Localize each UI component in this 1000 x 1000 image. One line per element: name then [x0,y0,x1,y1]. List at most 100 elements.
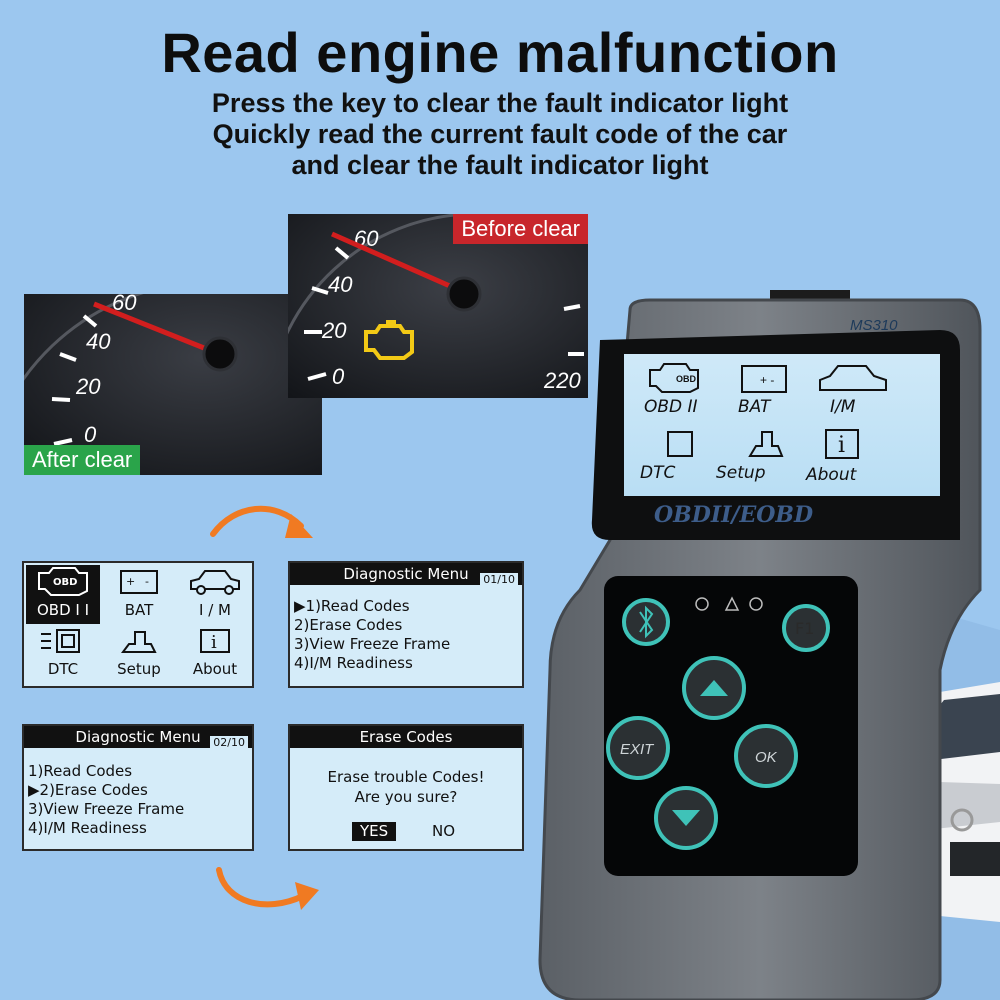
home-item-setup-label: Setup [117,660,161,678]
screen-battery-icon [741,365,787,393]
home-item-obd[interactable]: OBD OBD I I [26,565,100,624]
screen-label-setup: Setup [716,463,766,483]
home-item-bat[interactable]: +- BAT [102,565,176,624]
erase-codes-lcd: Erase Codes Erase trouble Codes! Are you… [288,724,524,851]
screen-setup-icon [748,431,784,457]
model-label: MS310 [850,317,898,334]
menu1-item-erase-codes[interactable]: 2)Erase Codes [294,616,403,634]
menu2-page: 02/10 [210,736,248,750]
before-tick-20: 20 [321,318,347,343]
before-clear-gauge-photo: 0 20 40 60 220 Before clear [288,214,588,398]
brand-label: OBDII/EOBD [654,502,813,528]
setup-icon [121,631,157,653]
subline-3: and clear the fault indicator light [291,150,709,180]
svg-text:OBD: OBD [676,374,697,384]
menu2-title: Diagnostic Menu [24,726,252,748]
arrow-icon-top [210,505,313,538]
car-icon [190,570,240,595]
home-item-obd-label: OBD I I [36,601,90,619]
ok-status-icon [695,597,709,611]
after-tick-40: 40 [86,329,111,354]
device-screen [624,354,940,496]
before-needle [330,231,470,297]
error-status-icon [749,597,763,611]
svg-text:-: - [145,575,149,588]
svg-text:i: i [838,433,845,458]
screen-car-icon [819,365,887,391]
svg-text:+: + [126,575,135,588]
headline: Read engine malfunction [161,21,839,84]
f1-label: F1 [795,619,814,638]
after-tick-0: 0 [84,422,97,447]
up-button[interactable] [682,656,746,720]
svg-text:i: i [211,632,217,653]
menu2-item-freeze-frame[interactable]: 3)View Freeze Frame [28,800,185,818]
screen-label-im: I/M [830,397,856,417]
down-button[interactable] [654,786,718,850]
erase-message: Erase trouble Codes! [327,768,485,786]
home-screen-lcd: OBD OBD I I +- BAT I / M DTC Setup [22,561,254,688]
arrow-icon-bottom [216,867,319,910]
home-item-about[interactable]: i About [178,626,252,684]
after-needle [93,301,225,359]
home-item-bat-label: BAT [124,601,154,619]
menu1-item-freeze-frame[interactable]: 3)View Freeze Frame [294,635,451,653]
dtc-icon [41,629,80,653]
erase-question: Are you sure? [354,788,458,806]
exit-button[interactable]: EXIT [606,716,670,780]
warning-status-icon [724,596,740,611]
menu2-item-im-readiness[interactable]: 4)I/M Readiness [28,819,147,837]
menu1-item-im-readiness[interactable]: 4)I/M Readiness [294,654,413,672]
svg-text:OBD: OBD [53,577,77,588]
no-button[interactable]: NO [432,822,456,840]
menu2-item-read-codes[interactable]: 1)Read Codes [28,762,133,780]
home-item-about-label: About [192,660,238,678]
after-clear-gauge-photo: 0 20 40 60 After clear [24,294,322,475]
screen-info-icon [825,429,859,459]
bluetooth-button[interactable] [622,598,670,646]
svg-text:+ -: + - [760,373,774,387]
home-item-setup[interactable]: Setup [102,626,176,684]
menu1-item-read-codes[interactable]: ▶1)Read Codes [294,597,410,615]
subline-1: Press the key to clear the fault indicat… [211,88,789,118]
menu1-page: 01/10 [480,573,518,587]
screen-label-dtc: DTC [640,463,675,483]
menu2-item-erase-codes[interactable]: ▶2)Erase Codes [28,781,148,799]
menu1-title: Diagnostic Menu [290,563,522,585]
before-needle-hub [446,276,482,312]
down-arrow-icon [672,810,700,826]
check-engine-icon [364,320,414,360]
home-item-dtc[interactable]: DTC [26,626,100,684]
home-item-im-label: I / M [199,601,231,619]
home-item-dtc-label: DTC [47,660,79,678]
info-icon: i [200,629,230,653]
before-tick-220: 220 [543,368,581,393]
screen-label-obd: OBD II [644,397,698,417]
yes-button[interactable]: YES [352,822,397,841]
ok-button[interactable]: OK [734,724,798,788]
engine-icon: OBD [38,567,88,596]
exit-label: EXIT [620,741,655,758]
screen-engine-icon [649,363,699,393]
home-item-im[interactable]: I / M [178,565,252,624]
before-tick-0: 0 [332,364,345,389]
before-tick-40: 40 [328,272,353,297]
after-clear-tag: After clear [24,445,141,475]
up-arrow-icon [700,680,728,696]
ok-label: OK [755,749,778,766]
obd-scanner-device: MS310 OBD + - i OBD II BAT I/M DTC Setup… [538,290,982,1000]
erase-title: Erase Codes [290,726,522,748]
after-tick-20: 20 [75,374,101,399]
subline-2: Quickly read the current fault code of t… [212,119,788,149]
after-needle-hub [202,336,238,372]
diagnostic-menu-2-lcd: Diagnostic Menu 02/10 1)Read Codes ▶2)Er… [22,724,254,851]
screen-label-bat: BAT [738,397,772,417]
f1-button[interactable]: F1 [782,604,830,652]
screen-label-about: About [805,465,858,485]
bluetooth-icon [639,605,654,639]
before-clear-tag: Before clear [453,214,588,244]
diagnostic-menu-1-lcd: Diagnostic Menu 01/10 ▶1)Read Codes 2)Er… [288,561,524,688]
battery-icon: +- [120,570,158,594]
after-tick-60: 60 [112,294,137,315]
screen-dtc-icon [667,431,693,457]
